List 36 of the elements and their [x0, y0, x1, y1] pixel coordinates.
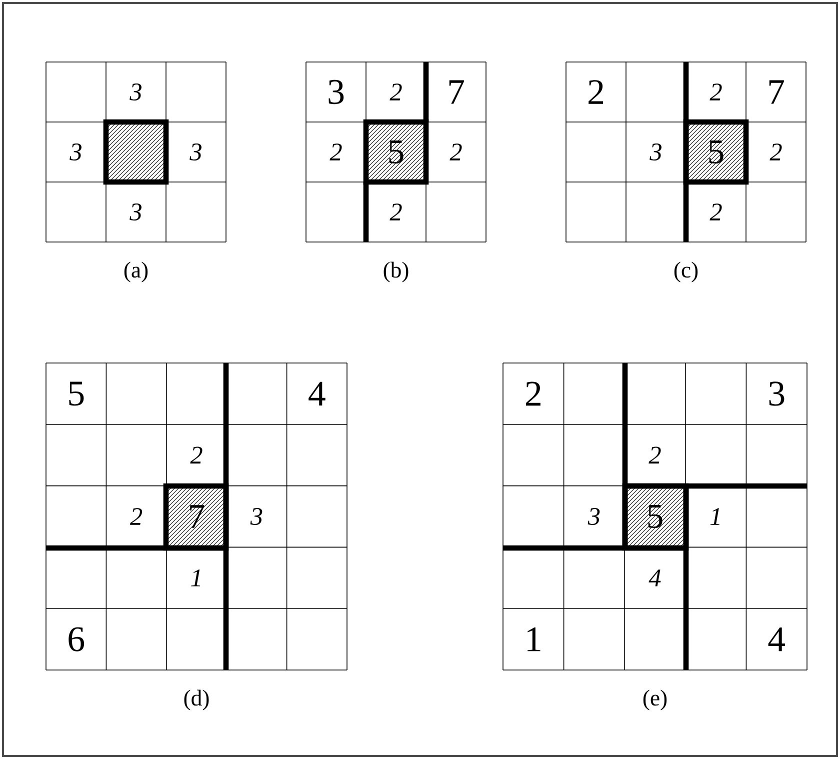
- cell-number: 4: [648, 570, 661, 586]
- cell-number: 1: [191, 570, 200, 586]
- caption: (c): [674, 262, 698, 282]
- cell-number: 3: [650, 144, 662, 160]
- cell-number: 2: [648, 446, 661, 464]
- caption: (b): [384, 262, 408, 282]
- cell-number: 3: [588, 508, 600, 525]
- cell-number: 2: [450, 144, 462, 160]
- cell-number: 4: [768, 627, 786, 652]
- cell-number: 3: [328, 80, 344, 104]
- cell-number: 2: [526, 382, 540, 406]
- cell-number: 3: [130, 204, 142, 220]
- cell-number: 2: [390, 204, 402, 220]
- cell-number: 2: [710, 204, 722, 220]
- cell-number: 2: [190, 446, 202, 464]
- cell-number: 1: [710, 508, 720, 525]
- caption: (e): [643, 690, 667, 710]
- cell-number: 3: [130, 84, 142, 100]
- cell-number: 2: [330, 144, 342, 160]
- cell-number: 2: [710, 84, 722, 100]
- cell-number: 2: [390, 84, 402, 100]
- cell-number: 3: [250, 508, 262, 525]
- cell-number: 3: [769, 382, 784, 406]
- cell-number: 2: [130, 508, 142, 525]
- cell-number: 2: [770, 144, 782, 160]
- cell-number: 5: [69, 382, 84, 406]
- cell-number: 3: [70, 144, 82, 160]
- cell-number: 3: [190, 144, 202, 160]
- cell-number: 1: [528, 627, 540, 652]
- caption: (d): [184, 690, 209, 710]
- cell-number: 6: [68, 627, 84, 652]
- cell-number: 7: [449, 80, 464, 104]
- cell-number: 4: [308, 382, 326, 406]
- caption: (a): [124, 262, 148, 282]
- cell-number: 2: [588, 80, 604, 104]
- cell-number: 7: [769, 80, 784, 104]
